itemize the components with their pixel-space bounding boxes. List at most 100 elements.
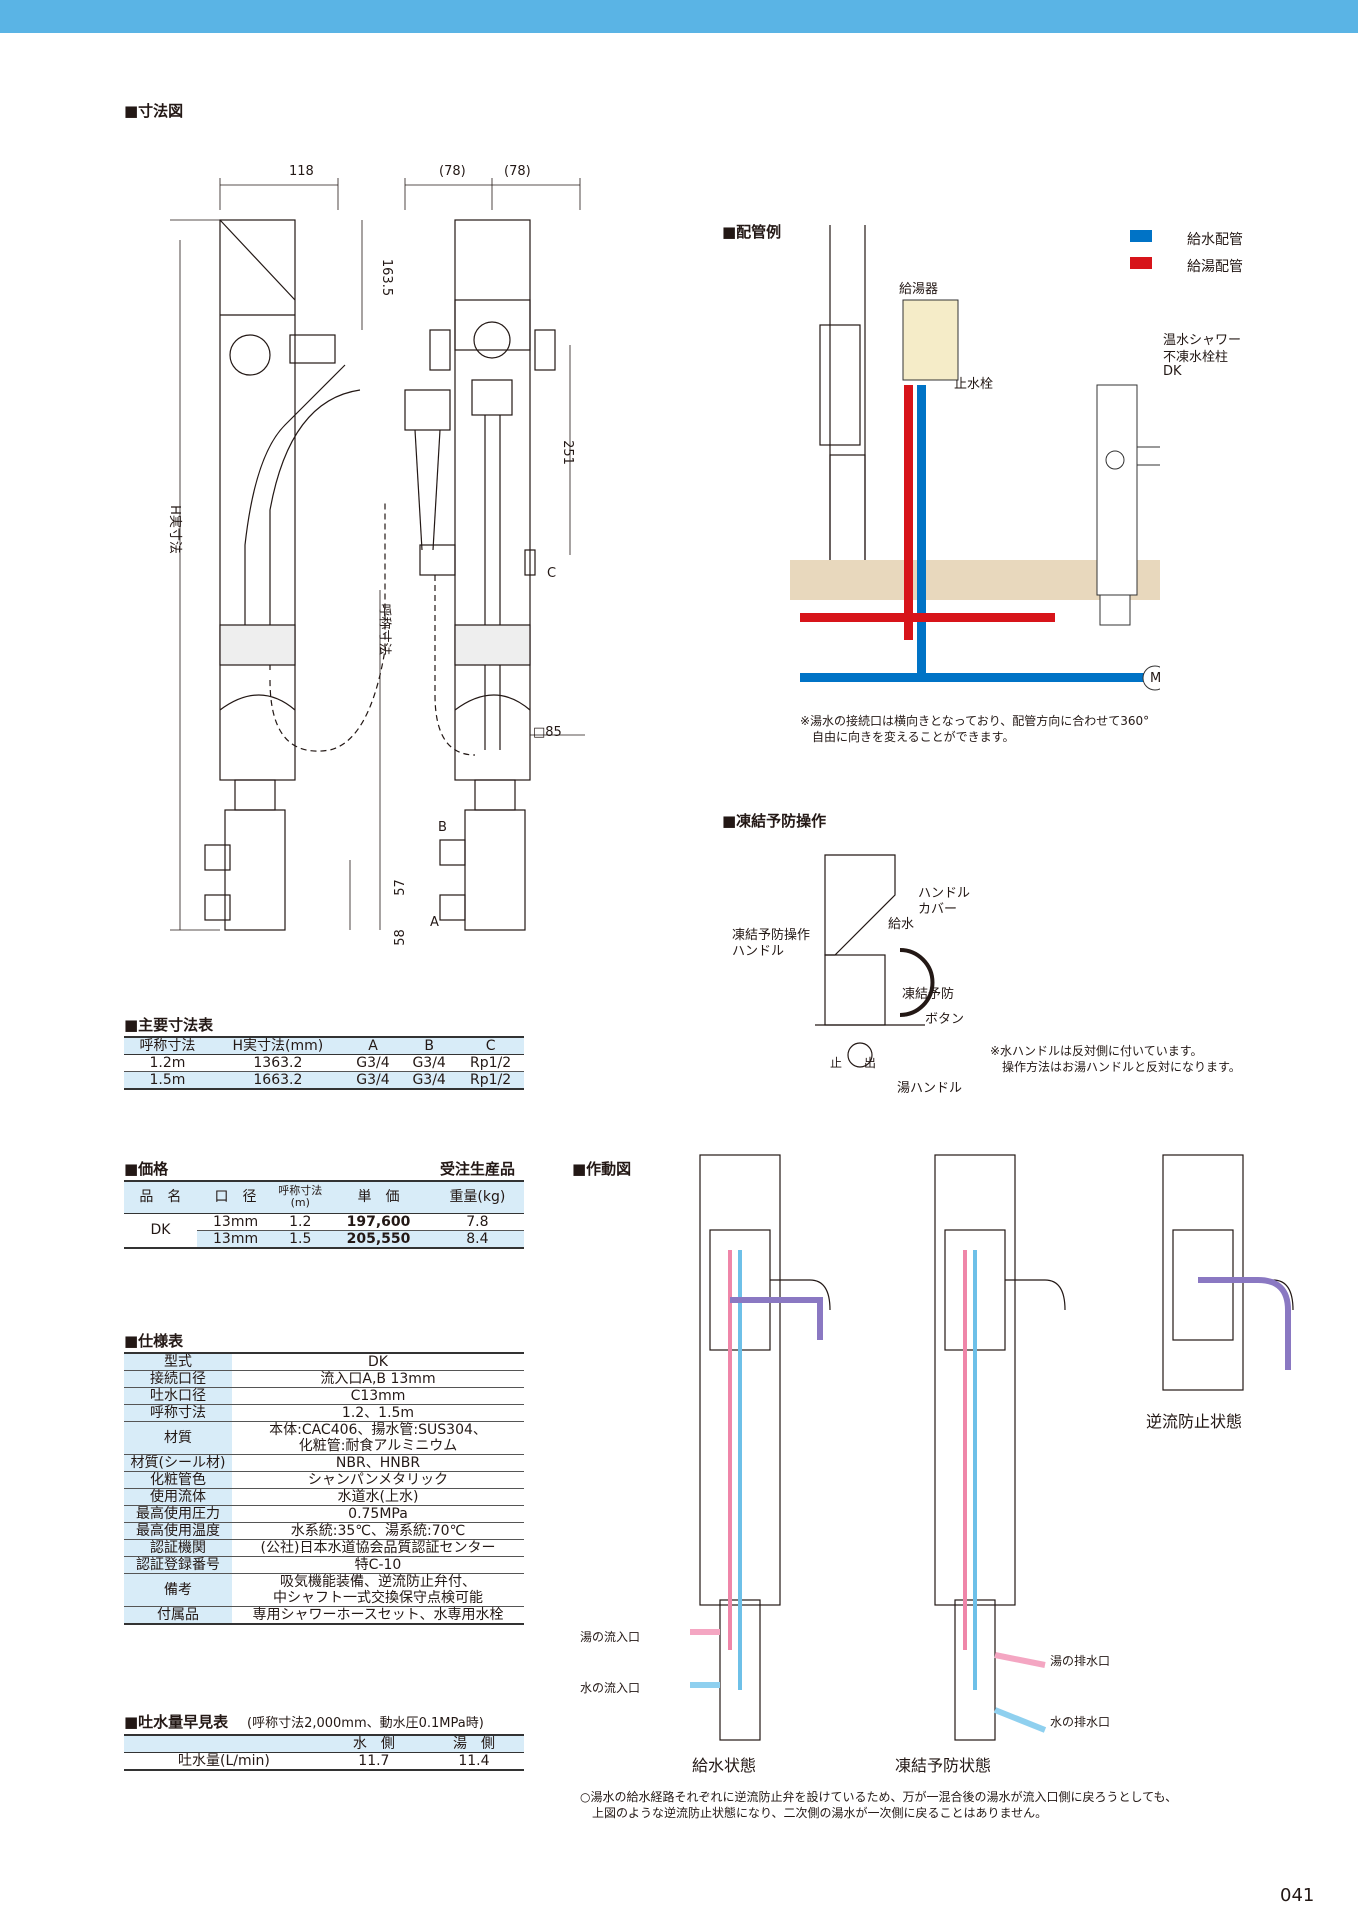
- freeze-note: ※水ハンドルは反対側に付いています。 操作方法はお湯ハンドルと反対になります。: [990, 1044, 1241, 1074]
- table-row: 吐水量(L/min) 11.7 11.4: [124, 1753, 524, 1771]
- spec-value: 1.2、1.5m: [232, 1404, 524, 1422]
- handle-cover-2: カバー: [918, 902, 958, 917]
- spec-label: 材質(シール材): [124, 1454, 232, 1472]
- stop-valve-label: 止水栓: [954, 377, 994, 392]
- cell: Rp1/2: [457, 1071, 524, 1089]
- spec-value: 水道水(上水): [232, 1488, 524, 1506]
- col-header: H実寸法(mm): [210, 1037, 345, 1055]
- state-backflow: 逆流防止状態: [1146, 1412, 1243, 1431]
- spec-label: 使用流体: [124, 1488, 232, 1506]
- cell: 1.5m: [124, 1071, 211, 1089]
- spec-label: 備考: [124, 1573, 232, 1607]
- spec-label: 型式: [124, 1353, 232, 1371]
- legend-supply: 給水配管: [1187, 232, 1243, 248]
- cell: Rp1/2: [457, 1054, 524, 1072]
- price-title: ■価格: [124, 1160, 169, 1178]
- dim-square-85: □85: [533, 725, 562, 740]
- spec-value: C13mm: [232, 1387, 524, 1405]
- operation-handle-2: ハンドル: [732, 944, 785, 959]
- cell: 1363.2: [210, 1054, 345, 1072]
- cell: 1.2m: [124, 1054, 211, 1072]
- dim-57: 57: [392, 879, 408, 896]
- table-row: 13mm 1.5 205,550 8.4: [124, 1230, 524, 1248]
- flow-table: 水 側 湯 側 吐水量(L/min) 11.7 11.4: [124, 1734, 524, 1771]
- cell: G3/4: [344, 1071, 402, 1089]
- cell: 8.4: [430, 1230, 524, 1248]
- table-row: 接続口径流入口A,B 13mm: [124, 1370, 524, 1388]
- piping-diagram: [790, 225, 1160, 691]
- table-row: 付属品専用シャワーホースセット、水専用水栓: [124, 1606, 524, 1625]
- cell: 吐水量(L/min): [177, 1753, 270, 1769]
- table-row: 化粧管色シャンパンメタリック: [124, 1471, 524, 1489]
- col-header: 品 名: [124, 1181, 197, 1214]
- flow-subtitle: (呼称寸法2,000mm、動水圧0.1MPa時): [247, 1716, 484, 1731]
- table-row: 材質(シール材)NBR、HNBR: [124, 1454, 524, 1472]
- cell: 1663.2: [210, 1071, 345, 1089]
- cell: 11.4: [458, 1753, 490, 1769]
- spec-value: 流入口A,B 13mm: [232, 1370, 524, 1388]
- state-freeze: 凍結予防状態: [895, 1756, 992, 1775]
- flow-title: ■吐水量早見表: [124, 1713, 229, 1731]
- main-dims-table: 呼称寸法 H実寸法(mm) A B C 1.2m 1363.2 G3/4 G3/…: [124, 1036, 524, 1090]
- operation-handle-1: 凍結予防操作: [732, 928, 811, 943]
- hot-handle-label: 湯ハンドル: [897, 1081, 963, 1096]
- col-header: 水 側: [323, 1735, 424, 1753]
- hot-drain-label: 湯の排水口: [1050, 1654, 1111, 1668]
- spec-label: 吐水口径: [124, 1387, 232, 1405]
- table-row: 備考吸気機能装備、逆流防止弁付、 中シャフト一式交換保守点検可能: [124, 1573, 524, 1607]
- freeze-prevent-label: 凍結予防: [902, 987, 955, 1002]
- spec-value: 0.75MPa: [232, 1505, 524, 1523]
- stop-label: 止: [830, 1056, 843, 1070]
- page-number: 041: [1280, 1885, 1315, 1906]
- table-row: 認証機関(公社)日本水道協会品質認証センター: [124, 1539, 524, 1557]
- spec-label: 認証登録番号: [124, 1556, 232, 1574]
- operation-diagram-freeze: [934, 1154, 1066, 1741]
- cell: 7.8: [430, 1213, 524, 1231]
- dim-h-real: H実寸法: [166, 505, 182, 554]
- operation-title: ■作動図: [572, 1160, 632, 1178]
- col-header: 呼称寸法: [124, 1037, 211, 1055]
- product-label-1: 温水シャワー: [1163, 333, 1242, 348]
- col-header: 重量(kg): [430, 1181, 524, 1214]
- table-row: 最高使用温度水系統:35℃、湯系統:70℃: [124, 1522, 524, 1540]
- dim-78-left: (78): [439, 164, 466, 179]
- spec-value: シャンパンメタリック: [232, 1471, 524, 1489]
- product-label-3: DK: [1163, 364, 1182, 379]
- water-heater-label: 給湯器: [899, 282, 939, 297]
- col-header: 口 径: [196, 1181, 275, 1214]
- freeze-diagram: [815, 854, 935, 1068]
- legend-hot: 給湯配管: [1187, 259, 1243, 275]
- spec-value: 水系統:35℃、湯系統:70℃: [232, 1522, 524, 1540]
- out-label: 出: [864, 1056, 877, 1070]
- dim-a: A: [430, 915, 439, 930]
- dim-251: 251: [559, 440, 575, 465]
- dimension-title: ■寸法図: [124, 102, 184, 120]
- dim-c: C: [547, 566, 557, 581]
- operation-note: ○湯水の給水経路それぞれに逆流防止弁を設けているため、万が一混合後の湯水が流入口…: [580, 1790, 1178, 1820]
- table-row: 1.2m 1363.2 G3/4 G3/4 Rp1/2: [124, 1054, 524, 1072]
- made-to-order: 受注生産品: [440, 1160, 516, 1178]
- price-value: 205,550: [326, 1230, 431, 1248]
- cell: 13mm: [196, 1230, 275, 1248]
- top-color-bar: [0, 0, 1358, 33]
- col-header: 単 価: [326, 1181, 431, 1214]
- spec-label: 化粧管色: [124, 1471, 232, 1489]
- spec-label: 材質: [124, 1421, 232, 1455]
- piping-title: ■配管例: [722, 223, 782, 241]
- spec-label: 接続口径: [124, 1370, 232, 1388]
- freeze-title: ■凍結予防操作: [722, 812, 827, 830]
- spec-value: (公社)日本水道協会品質認証センター: [232, 1539, 524, 1557]
- cell: 1.5: [274, 1230, 327, 1248]
- dim-163-5: 163.5: [379, 258, 395, 297]
- cell: 13mm: [196, 1213, 275, 1231]
- spec-label: 呼称寸法: [124, 1404, 232, 1422]
- cell: G3/4: [401, 1054, 458, 1072]
- table-row: DK 13mm 1.2 197,600 7.8: [124, 1213, 524, 1248]
- dim-b: B: [438, 820, 447, 835]
- product-label-2: 不凍水栓柱: [1163, 350, 1229, 365]
- spec-value: NBR、HNBR: [232, 1454, 524, 1472]
- operation-diagram-supply: [690, 1154, 831, 1741]
- piping-note: ※湯水の接続口は横向きとなっており、配管方向に合わせて360° 自由に向きを変え…: [800, 714, 1150, 744]
